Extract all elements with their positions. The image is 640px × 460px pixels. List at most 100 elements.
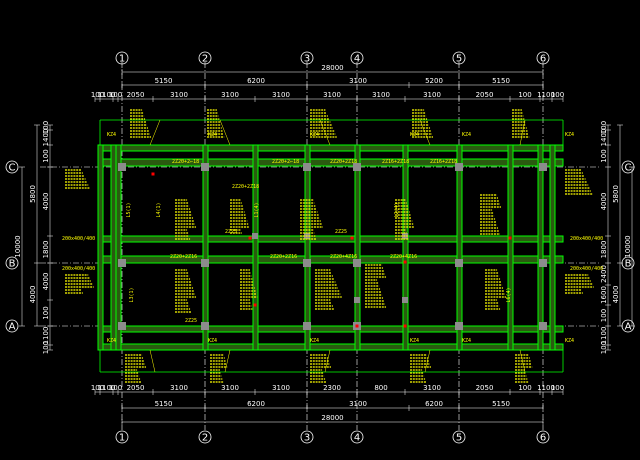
rebar-detail-block xyxy=(410,354,432,383)
dimension-right-secondary-text: 100 xyxy=(600,309,608,322)
rebar-detail-block xyxy=(310,354,332,383)
column xyxy=(201,163,209,171)
axis-label-number: 4 xyxy=(354,54,360,65)
dimension-right-secondary-text: 2400 xyxy=(600,265,608,283)
beam-reinforcement-label: 2Z16+2Z18 xyxy=(382,159,409,165)
dimension-top-secondary-text: 3100 xyxy=(272,91,290,99)
column-label: KZ4 xyxy=(462,132,471,138)
beam-reinforcement-label: 2Z20+2Z18 xyxy=(330,159,357,165)
dimension-top-secondary-text: 100 xyxy=(551,91,564,99)
dimension-right-secondary-text: 1800 xyxy=(600,241,608,259)
dimension-top-secondary-text: 3100 xyxy=(423,91,441,99)
rebar-marker xyxy=(403,260,407,264)
dimension-top-secondary-text: 100 xyxy=(91,91,104,99)
axis-bubble xyxy=(115,430,129,444)
beam-section-label: 200x400/400 xyxy=(62,266,95,272)
dimension-top-secondary-text: 100 xyxy=(109,91,122,99)
dimension-left-secondary-text: 1800 xyxy=(42,241,50,259)
column xyxy=(455,259,463,267)
beam-reinforcement-label: 2Z20+2Z18 xyxy=(232,184,259,190)
axis-label-number: 1 xyxy=(119,433,125,444)
column xyxy=(539,259,547,267)
beam-vertical xyxy=(115,144,122,351)
beam-section-label: 200x400/400 xyxy=(570,266,603,272)
rebar-detail-block xyxy=(515,354,533,383)
column-label: KZ4 xyxy=(310,132,319,138)
beam-vertical xyxy=(402,144,409,351)
dimension-bottom-secondary-text: 100 xyxy=(91,384,104,392)
rebar-detail-block xyxy=(130,109,152,138)
column xyxy=(303,259,311,267)
beam-vertical xyxy=(354,144,361,351)
axis-label-number: 4 xyxy=(354,433,360,444)
rebar-detail-block xyxy=(125,354,147,383)
column-label: KZ4 xyxy=(565,132,574,138)
column xyxy=(201,322,209,330)
dimension-top-secondary-text: 3100 xyxy=(170,91,188,99)
beam-reinforcement-label: 2Z20+4Z16 xyxy=(330,254,357,260)
column xyxy=(455,322,463,330)
dimension-right-secondary-text: 4000 xyxy=(600,193,608,211)
beam-reinforcement-label: 2Z20+2←18 xyxy=(172,159,199,165)
axis-label-number: 2 xyxy=(202,433,208,444)
dimension-left-overall-text: 10000 xyxy=(14,235,22,257)
axis-label-number: 1 xyxy=(119,54,125,65)
beam-callout-label: L1(4) xyxy=(254,202,260,217)
axis-label-number: 6 xyxy=(540,54,546,65)
leader-line xyxy=(149,119,161,146)
beam-vertical xyxy=(549,144,556,351)
beam-reinforcement-label: 2Z25 xyxy=(185,318,197,324)
beam-reinforcement-label: 2Z20+2Z16 xyxy=(170,254,197,260)
column-label: KZ4 xyxy=(107,338,116,344)
dimension-bottom-secondary-text: 100 xyxy=(518,384,531,392)
dimension-bottom-primary-text: 3100 xyxy=(349,400,367,408)
column-label: KZ4 xyxy=(107,132,116,138)
axis-label-letter: C xyxy=(625,163,632,174)
dimension-top-secondary-text: 3100 xyxy=(323,91,341,99)
dimension-top-secondary-text: 100 xyxy=(518,91,531,99)
beam-vertical xyxy=(507,144,514,351)
dimension-top-secondary-text: 2050 xyxy=(127,91,145,99)
column xyxy=(353,259,361,267)
beam-reinforcement-label: 2Z25 xyxy=(225,229,237,235)
dimension-left-secondary-text: 100 xyxy=(42,306,50,319)
column-label: KZ4 xyxy=(462,338,471,344)
axis-label-number: 5 xyxy=(456,433,462,444)
dimension-right-secondary-text: 100 xyxy=(600,121,608,134)
column-label: KZ4 xyxy=(565,338,574,344)
column xyxy=(118,163,126,171)
dimension-left-secondary-text: 100 xyxy=(42,149,50,162)
axis-bubble xyxy=(5,256,19,270)
beam-vertical xyxy=(456,144,463,351)
beam-vertical xyxy=(537,144,544,351)
rebar-detail-block xyxy=(485,269,507,310)
rebar-detail-block xyxy=(175,199,197,240)
dimension-top-secondary-text: 1100 xyxy=(537,91,555,99)
dimension-bottom-secondary-text: 100 xyxy=(551,384,564,392)
rebar-marker xyxy=(403,324,407,328)
column xyxy=(303,163,311,171)
dimension-bottom-secondary-text: 100 xyxy=(109,384,122,392)
dimension-right-secondary-text: 100 xyxy=(600,149,608,162)
axis-bubble xyxy=(452,430,466,444)
axis-bubble xyxy=(198,430,212,444)
dimension-left-primary-text: 5800 xyxy=(29,185,37,203)
rebar-marker xyxy=(350,236,354,240)
axis-bubble xyxy=(536,51,550,65)
beam-callout-label: L3(1) xyxy=(129,287,135,302)
rebar-detail-block xyxy=(310,109,337,138)
rebar-detail-block xyxy=(210,354,228,383)
beam-horizontal xyxy=(99,343,564,351)
axis-label-number: 3 xyxy=(304,433,310,444)
axis-bubble xyxy=(300,51,314,65)
rebar-detail-block xyxy=(315,269,342,310)
dimension-top-secondary-text: 1100 xyxy=(98,91,116,99)
rebar-detail-block xyxy=(207,109,225,138)
dimension-right-primary-text: 4000 xyxy=(612,286,620,304)
rebar-detail-block xyxy=(175,269,197,313)
axis-bubble xyxy=(198,51,212,65)
beam-callout-label: L4(1) xyxy=(156,202,162,217)
axis-bubble xyxy=(115,51,129,65)
beam-reinforcement-label: 2Z16+2Z18 xyxy=(430,159,457,165)
